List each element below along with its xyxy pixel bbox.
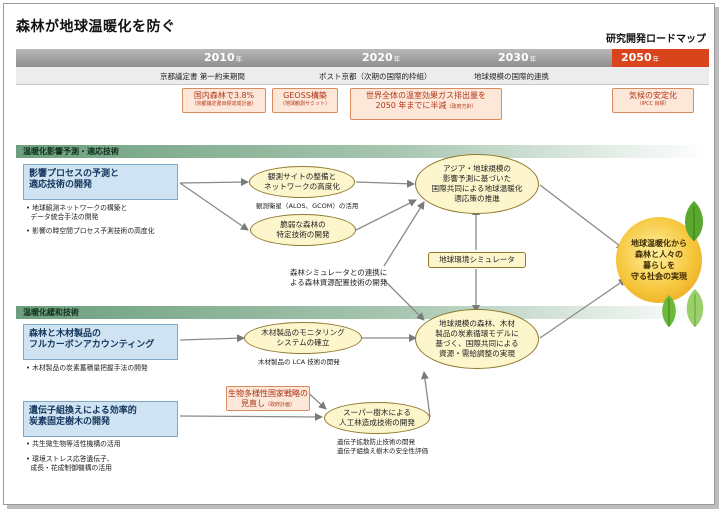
period-strip <box>16 67 709 85</box>
leaf-icon <box>685 201 703 241</box>
arrow-forestsim-n5 <box>383 279 425 321</box>
note-satellites: 観測衛星（ALOS、GCOM）の活用 <box>256 202 359 210</box>
period-post-kyoto: ポスト京都（次期の国際的枠組） <box>319 72 432 81</box>
bullet-symbiotic-microbes: • 共生微生物等活性機構の活用 <box>26 440 121 448</box>
leaf-icon <box>662 295 676 327</box>
node-adaptation-measures: アジア・地球規模の影響予測に基づいた国際共同による地球温暖化適応策の推進 <box>415 154 539 214</box>
roadmap-diagram: 森林が地球温暖化を防ぐ 研究開発ロードマップ 2010年 2020年 2030年… <box>3 3 715 505</box>
node-observation-sites: 観測サイトの整備とネットワークの高度化 <box>249 166 355 198</box>
section-title-adaptation: 温暖化影響予測・適応技術 <box>23 147 119 156</box>
year-2020: 2020年 <box>362 51 401 64</box>
year-2010: 2010年 <box>204 51 243 64</box>
arrow-forestsim-n3 <box>383 201 425 267</box>
milestone-geoss: GEOSS構築（地球観測サミット） <box>272 88 338 113</box>
flow-arrows <box>179 178 627 421</box>
target-year-bar <box>612 49 709 67</box>
bullet-wood-carbon-stock: • 木材製品の炭素蓄積量把握手法の開発 <box>26 364 148 372</box>
note-forest-simulator: 森林シミュレータとの連携による森林資源配置技術の開発 <box>290 268 388 287</box>
arrow-n3-goal <box>539 184 625 250</box>
node-super-trees: スーパー樹木による人工林造成技術の開発 <box>324 402 430 434</box>
category-gm-trees: 遺伝子組換えによる効率的炭素固定樹木の開発 <box>23 401 178 437</box>
bullet-spatiotemporal-prediction: • 影響の時空間プロセス予測技術の高度化 <box>26 227 155 235</box>
arrow-c1-n1 <box>179 178 249 187</box>
milestone-domestic-forest: 国内森林で3.8%（京都議定書目標達成計画） <box>182 88 266 113</box>
section-title-mitigation: 温暖化緩和技術 <box>23 308 79 317</box>
leaf-icon <box>686 289 704 327</box>
policy-biodiversity-strategy: 生物多様性国家戦略の見直し（政府計画） <box>226 386 310 411</box>
category-carbon-accounting: 森林と木材製品のフルカーボンアカウンティング <box>23 324 178 360</box>
period-kyoto: 京都議定書 第一約束期間 <box>160 72 245 81</box>
arrow-c2-n4 <box>179 334 245 343</box>
period-global: 地球規模の国際的連携 <box>474 72 549 81</box>
node-vulnerable-forest: 脆弱な森林の特定技術の開発 <box>250 214 356 246</box>
page-title: 森林が地球温暖化を防ぐ <box>16 19 176 35</box>
node-wood-monitoring: 木材製品のモニタリングシステムの確立 <box>244 322 362 354</box>
roadmap-label: 研究開発ロードマップ <box>606 34 706 45</box>
arrow-c3-n6 <box>179 412 323 421</box>
milestone-climate-stabilization: 気候の安定化（IPCC 目標） <box>612 88 694 113</box>
arrow-n6-n5 <box>420 371 431 418</box>
section-band-adaptation: 温暖化影響予測・適応技術 <box>16 145 709 158</box>
arrow-c1-n2 <box>179 182 249 231</box>
section-band-mitigation: 温暖化緩和技術 <box>16 306 709 319</box>
bullet-stress-genes: • 環境ストレス応答遺伝子、 成長・花成制御機構の活用 <box>26 455 114 472</box>
earth-simulator-box: 地球環境シミュレータ <box>428 252 526 268</box>
note-wood-lca: 木材製品の LCA 技術の開発 <box>258 358 340 366</box>
note-gene-diffusion: 遺伝子拡散防止技術の開発 <box>337 438 415 446</box>
year-2050: 2050年 <box>621 51 660 64</box>
year-2030: 2030年 <box>498 51 537 64</box>
timeline-bar <box>16 49 612 67</box>
goal-circle: 地球温暖化から森林と人々の暮らしを守る社会の実現 <box>616 217 702 303</box>
node-carbon-cycle-model: 地球規模の森林、木材製品の炭素循環モデルに基づく、国際共同による資源・需給調整の… <box>415 309 539 369</box>
bullet-observation-network: • 地球観測ネットワークの構築と データ統合手法の開発 <box>26 204 128 221</box>
note-gm-safety: 遺伝子組換え樹木の安全性評価 <box>337 447 428 455</box>
arrow-n2-n3 <box>355 199 417 231</box>
arrow-n5-goal <box>539 278 627 339</box>
arrow-n1-n3 <box>355 179 415 188</box>
category-impact-prediction: 影響プロセスの予測と適応技術の開発 <box>23 164 178 200</box>
